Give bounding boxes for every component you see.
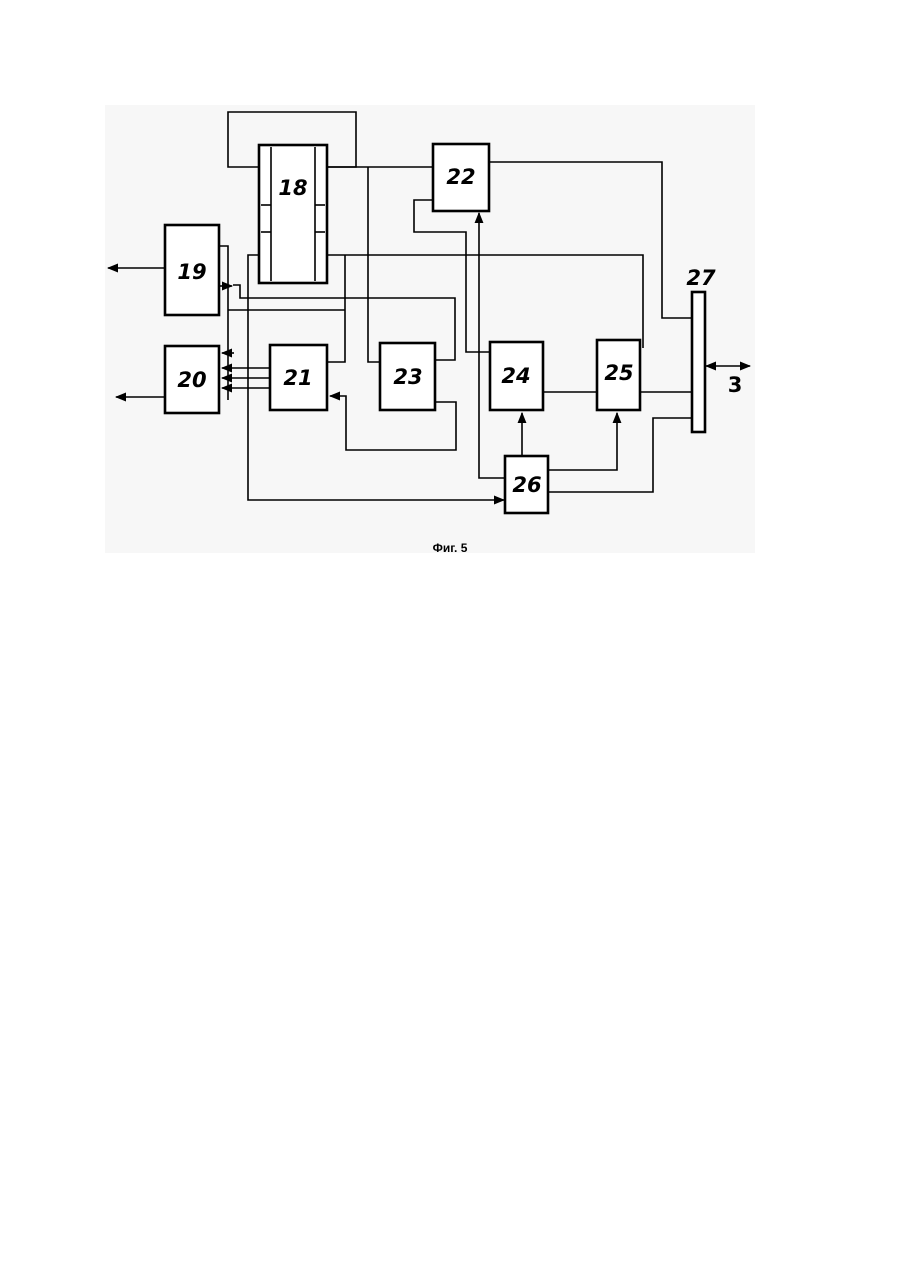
block-22: 22 xyxy=(433,144,489,211)
block-21-label: 21 xyxy=(283,366,312,390)
block-23: 23 xyxy=(380,343,435,410)
bus-27: 27 xyxy=(686,266,716,432)
block-26-label: 26 xyxy=(512,473,541,497)
block-25: 25 xyxy=(597,340,640,410)
block-26: 26 xyxy=(505,456,548,513)
block-21: 21 xyxy=(270,345,327,410)
block-22-label: 22 xyxy=(446,165,475,189)
bus-27-label: 27 xyxy=(686,266,716,290)
block-19: 19 xyxy=(165,225,219,315)
figure-caption: Фиг. 5 xyxy=(0,541,900,555)
block-18-label: 18 xyxy=(278,176,307,200)
block-20-label: 20 xyxy=(177,368,206,392)
block-24-label: 24 xyxy=(501,364,530,388)
block-23-label: 23 xyxy=(393,365,422,389)
block-18: 18 xyxy=(259,145,327,283)
block-20: 20 xyxy=(165,346,219,413)
block-25-label: 25 xyxy=(604,361,633,385)
block-19-label: 19 xyxy=(177,260,206,284)
block-24: 24 xyxy=(490,342,543,410)
external-bus-label: 3 xyxy=(728,373,743,397)
